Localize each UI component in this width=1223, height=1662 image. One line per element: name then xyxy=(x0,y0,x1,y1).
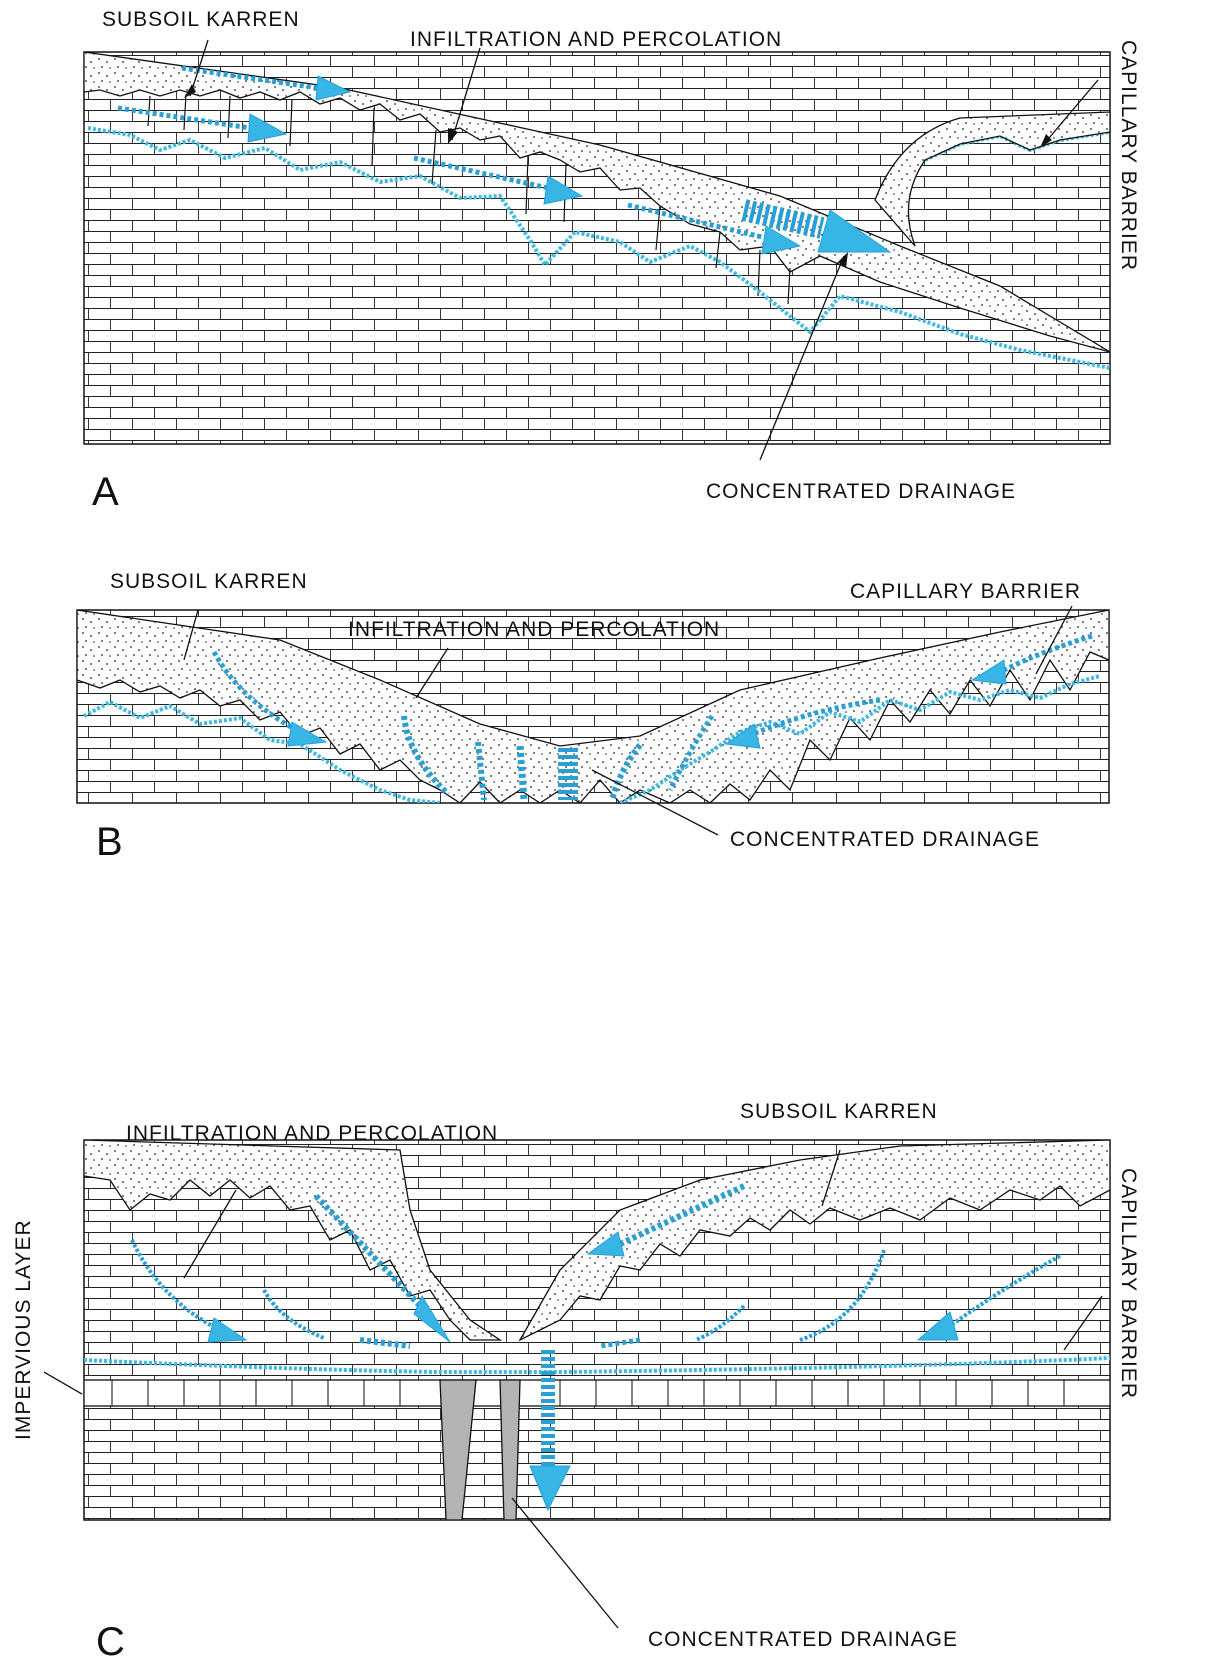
label-c-infiltration: INFILTRATION AND PERCOLATION xyxy=(126,1122,498,1145)
flow-arrowhead-c3 xyxy=(413,1294,451,1343)
leader-a-concentrated-head xyxy=(838,252,848,268)
drainage-conduit-left xyxy=(439,1379,477,1520)
label-b-infiltration: INFILTRATION AND PERCOLATION xyxy=(348,618,720,641)
concentrated-arrowhead-c xyxy=(529,1465,571,1512)
flow-arrow-c3 xyxy=(313,1193,427,1313)
flow-arrowhead-c5 xyxy=(586,1231,625,1257)
flow-arrowhead-a1 xyxy=(315,75,352,101)
soil-cover-a xyxy=(84,52,1110,353)
hill-soil-a xyxy=(874,111,1111,247)
leader-a-capillary xyxy=(1043,79,1099,145)
flow-arrow-c4 xyxy=(359,1337,411,1349)
panel-c: INFILTRATION AND PERCOLATION SUBSOIL KAR… xyxy=(12,1100,1140,1662)
label-c-subsoil-karren: SUBSOIL KARREN xyxy=(740,1100,938,1123)
capillary-barrier-line-b-right xyxy=(619,674,1101,803)
impervious-layer-cells xyxy=(111,1380,1065,1406)
flow-arrow-a1 xyxy=(181,65,319,91)
flow-arrowhead-a4 xyxy=(761,225,802,255)
panel-b: SUBSOIL KARREN INFILTRATION AND PERCOLAT… xyxy=(76,570,1110,864)
soil-cover-b xyxy=(77,610,1109,803)
leader-b-subsoil xyxy=(183,609,199,661)
flow-arrowhead-a2 xyxy=(247,113,288,143)
label-a-infiltration: INFILTRATION AND PERCOLATION xyxy=(410,28,782,51)
capillary-barrier-line-b-left xyxy=(83,699,441,803)
leader-c-capillary xyxy=(1063,1295,1103,1351)
panel-a: SUBSOIL KARREN INFILTRATION AND PERCOLAT… xyxy=(83,8,1140,514)
label-a-capillary-barrier: CAPILLARY BARRIER xyxy=(1117,40,1140,271)
leader-c-concentrated xyxy=(511,1497,619,1629)
label-c-impervious-layer: IMPERVIOUS LAYER xyxy=(12,1219,35,1440)
label-b-concentrated-drainage: CONCENTRATED DRAINAGE xyxy=(730,828,1040,851)
leader-a-concentrated xyxy=(759,255,845,461)
soil-cover-c-right xyxy=(518,1140,1110,1342)
flow-arrow-b3 xyxy=(475,741,487,801)
panel-letter-c: C xyxy=(96,1620,125,1662)
leader-a-subsoil-head xyxy=(184,84,196,98)
panel-letter-a: A xyxy=(92,470,119,514)
flow-arrow-c8 xyxy=(799,1249,886,1342)
flow-arrow-a4 xyxy=(627,202,767,241)
leader-a-infiltration-head xyxy=(448,128,458,144)
flow-arrow-a2 xyxy=(117,105,251,131)
leader-a-capillary-head xyxy=(1040,134,1052,148)
panel-letter-b: B xyxy=(96,820,123,864)
concentrated-arrowhead-a xyxy=(817,209,892,253)
flow-arrow-b4 xyxy=(516,745,528,801)
limestone-block-a xyxy=(83,51,1111,445)
leader-a-infiltration xyxy=(451,47,481,141)
label-b-subsoil-karren: SUBSOIL KARREN xyxy=(110,570,308,593)
flow-arrowhead-a3 xyxy=(543,175,584,205)
flow-arrowhead-b8 xyxy=(970,659,1007,685)
flow-arrow-b6 xyxy=(667,714,715,792)
flow-arrow-a3 xyxy=(413,155,549,191)
label-c-capillary-barrier: CAPILLARY BARRIER xyxy=(1117,1168,1140,1399)
flow-arrow-b2 xyxy=(401,715,451,797)
leader-c-impervious xyxy=(43,1371,83,1395)
flow-arrow-c5 xyxy=(618,1183,746,1247)
flow-arrowhead-b7 xyxy=(724,723,761,749)
flow-arrowhead-c9 xyxy=(916,1311,959,1341)
flow-arrow-c2 xyxy=(262,1289,325,1340)
leader-c-subsoil xyxy=(821,1149,841,1207)
drainage-conduit-right xyxy=(499,1379,521,1520)
impervious-layer xyxy=(84,1379,1110,1407)
leader-b-capillary xyxy=(1035,605,1073,675)
flow-arrowhead-b1 xyxy=(287,721,328,747)
capillary-barrier-line-a1 xyxy=(87,126,1110,370)
flow-arrow-b1 xyxy=(211,650,302,735)
concentrated-flow-a xyxy=(741,199,825,239)
label-a-subsoil-karren: SUBSOIL KARREN xyxy=(102,8,300,31)
flow-arrow-b5 xyxy=(609,743,643,801)
flow-arrow-b7 xyxy=(747,697,881,739)
capillary-barrier-line-c xyxy=(84,1356,1110,1374)
flow-arrow-c7 xyxy=(695,1304,746,1342)
soil-cover-c-left xyxy=(84,1140,503,1341)
label-c-concentrated-drainage: CONCENTRATED DRAINAGE xyxy=(648,1628,958,1651)
flow-arrow-c9 xyxy=(948,1254,1061,1328)
leader-b-concentrated xyxy=(591,769,719,836)
flow-arrow-b8 xyxy=(998,633,1093,675)
leader-b-infiltration xyxy=(415,647,449,699)
leader-c-infiltration xyxy=(183,1189,237,1279)
flow-arrowhead-c1 xyxy=(207,1317,248,1343)
label-b-capillary-barrier: CAPILLARY BARRIER xyxy=(850,580,1081,603)
label-a-concentrated-drainage: CONCENTRATED DRAINAGE xyxy=(706,480,1016,503)
